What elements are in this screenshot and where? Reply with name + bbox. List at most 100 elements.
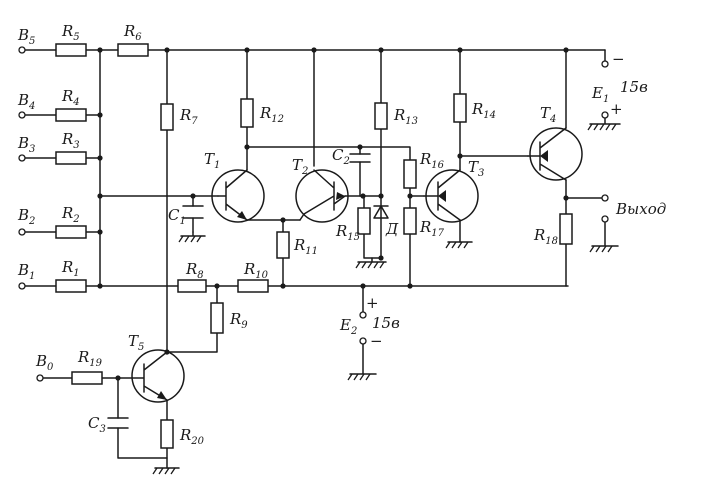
label-t3: T3: [468, 158, 484, 179]
label-c1: C1: [168, 206, 186, 227]
ground-e2: [347, 343, 377, 381]
label-r3: R3: [61, 130, 80, 151]
junction: [457, 47, 463, 53]
terminal-b4: [18, 111, 26, 119]
capacitor-c3: [107, 417, 129, 429]
resistor-r7: [160, 103, 174, 131]
terminal-b1: [18, 282, 26, 290]
terminal-output-ground: [601, 215, 609, 223]
label-r2: R2: [61, 204, 80, 225]
capacitor-plates: [107, 153, 371, 429]
diode-d: [373, 205, 389, 219]
resistor-r3: [55, 151, 87, 165]
capacitor-c1: [182, 205, 204, 219]
wires: [23, 49, 606, 469]
transistor-t5: [131, 349, 185, 403]
label-r7: R7: [179, 106, 198, 127]
ground-r15: [355, 257, 387, 269]
resistor-r19: [71, 371, 103, 385]
label-e1: E1: [591, 84, 609, 105]
resistor-r18: [559, 213, 573, 245]
label-e2: E2: [339, 316, 357, 337]
resistor-bodies: [55, 43, 573, 449]
junction: [357, 144, 363, 150]
junction: [563, 47, 569, 53]
resistor-r6: [117, 43, 149, 57]
label-t1: T1: [204, 150, 220, 171]
resistor-r20: [160, 419, 174, 449]
junction: [97, 47, 103, 53]
terminal-b2: [18, 228, 26, 236]
label-r11: R11: [293, 236, 318, 257]
junctions: [97, 47, 569, 381]
label-r13: R13: [393, 106, 418, 127]
label-r1: R1: [61, 258, 80, 279]
label-r19: R19: [77, 348, 103, 369]
label-r4: R4: [61, 87, 80, 108]
junction: [97, 283, 103, 289]
ground-e1: [587, 117, 621, 131]
junction: [214, 283, 220, 289]
label-output: Выход: [615, 200, 666, 218]
junction: [378, 255, 384, 261]
label-r14: R14: [471, 100, 496, 121]
label-r6: R6: [123, 22, 142, 43]
label-t2: T2: [292, 156, 308, 177]
junction: [97, 112, 103, 118]
resistor-r15: [357, 207, 371, 235]
ground-c1: [178, 231, 206, 243]
wire-c3: [117, 377, 168, 459]
terminal-b0: [36, 374, 44, 382]
label-e2-minus: −: [370, 332, 383, 350]
label-r16: R16: [419, 150, 445, 171]
terminal-e1-minus: [601, 60, 609, 68]
terminal-e2-minus: [359, 337, 367, 345]
resistor-r8: [177, 279, 207, 293]
label-e1-minus: −: [612, 50, 625, 68]
label-b0: B0: [35, 352, 54, 373]
junction: [360, 283, 366, 289]
ground-t5: [152, 467, 180, 475]
transistor-t4: [527, 127, 583, 181]
label-b3: B3: [17, 134, 35, 155]
label-e2-plus: +: [366, 294, 379, 312]
resistor-r1: [55, 279, 87, 293]
terminal-e1-plus: [601, 111, 609, 119]
transistor-t1: [211, 169, 265, 223]
junction: [360, 193, 366, 199]
junction: [190, 193, 196, 199]
label-r18: R18: [533, 226, 558, 247]
terminal-b5: [18, 46, 26, 54]
junction: [407, 283, 413, 289]
junction: [97, 155, 103, 161]
label-b2: B2: [17, 206, 35, 227]
resistor-r2: [55, 225, 87, 239]
junction: [311, 47, 317, 53]
junction: [280, 283, 286, 289]
terminal-output: [601, 194, 609, 202]
resistor-r13: [374, 102, 388, 130]
resistor-r12: [240, 98, 254, 128]
label-r9: R9: [229, 310, 248, 331]
terminals: [18, 46, 609, 382]
terminal-b3: [18, 154, 26, 162]
label-r20: R20: [179, 426, 205, 447]
label-e1-plus: +: [610, 100, 623, 118]
resistor-r17: [403, 207, 417, 235]
ground-symbols: [152, 117, 621, 475]
capacitor-c2: [349, 153, 371, 163]
label-e2-value: 15в: [372, 314, 400, 332]
junction: [164, 47, 170, 53]
resistor-r10: [237, 279, 269, 293]
label-c3: C3: [88, 414, 106, 435]
ground-t3: [445, 241, 473, 249]
resistor-r16: [403, 159, 417, 189]
label-b5: B5: [17, 26, 35, 47]
label-diode: Д: [385, 220, 399, 238]
label-b4: B4: [17, 91, 35, 112]
junction: [97, 193, 103, 199]
resistor-r5: [55, 43, 87, 57]
label-b1: B1: [17, 261, 35, 282]
label-r17: R17: [419, 218, 445, 239]
